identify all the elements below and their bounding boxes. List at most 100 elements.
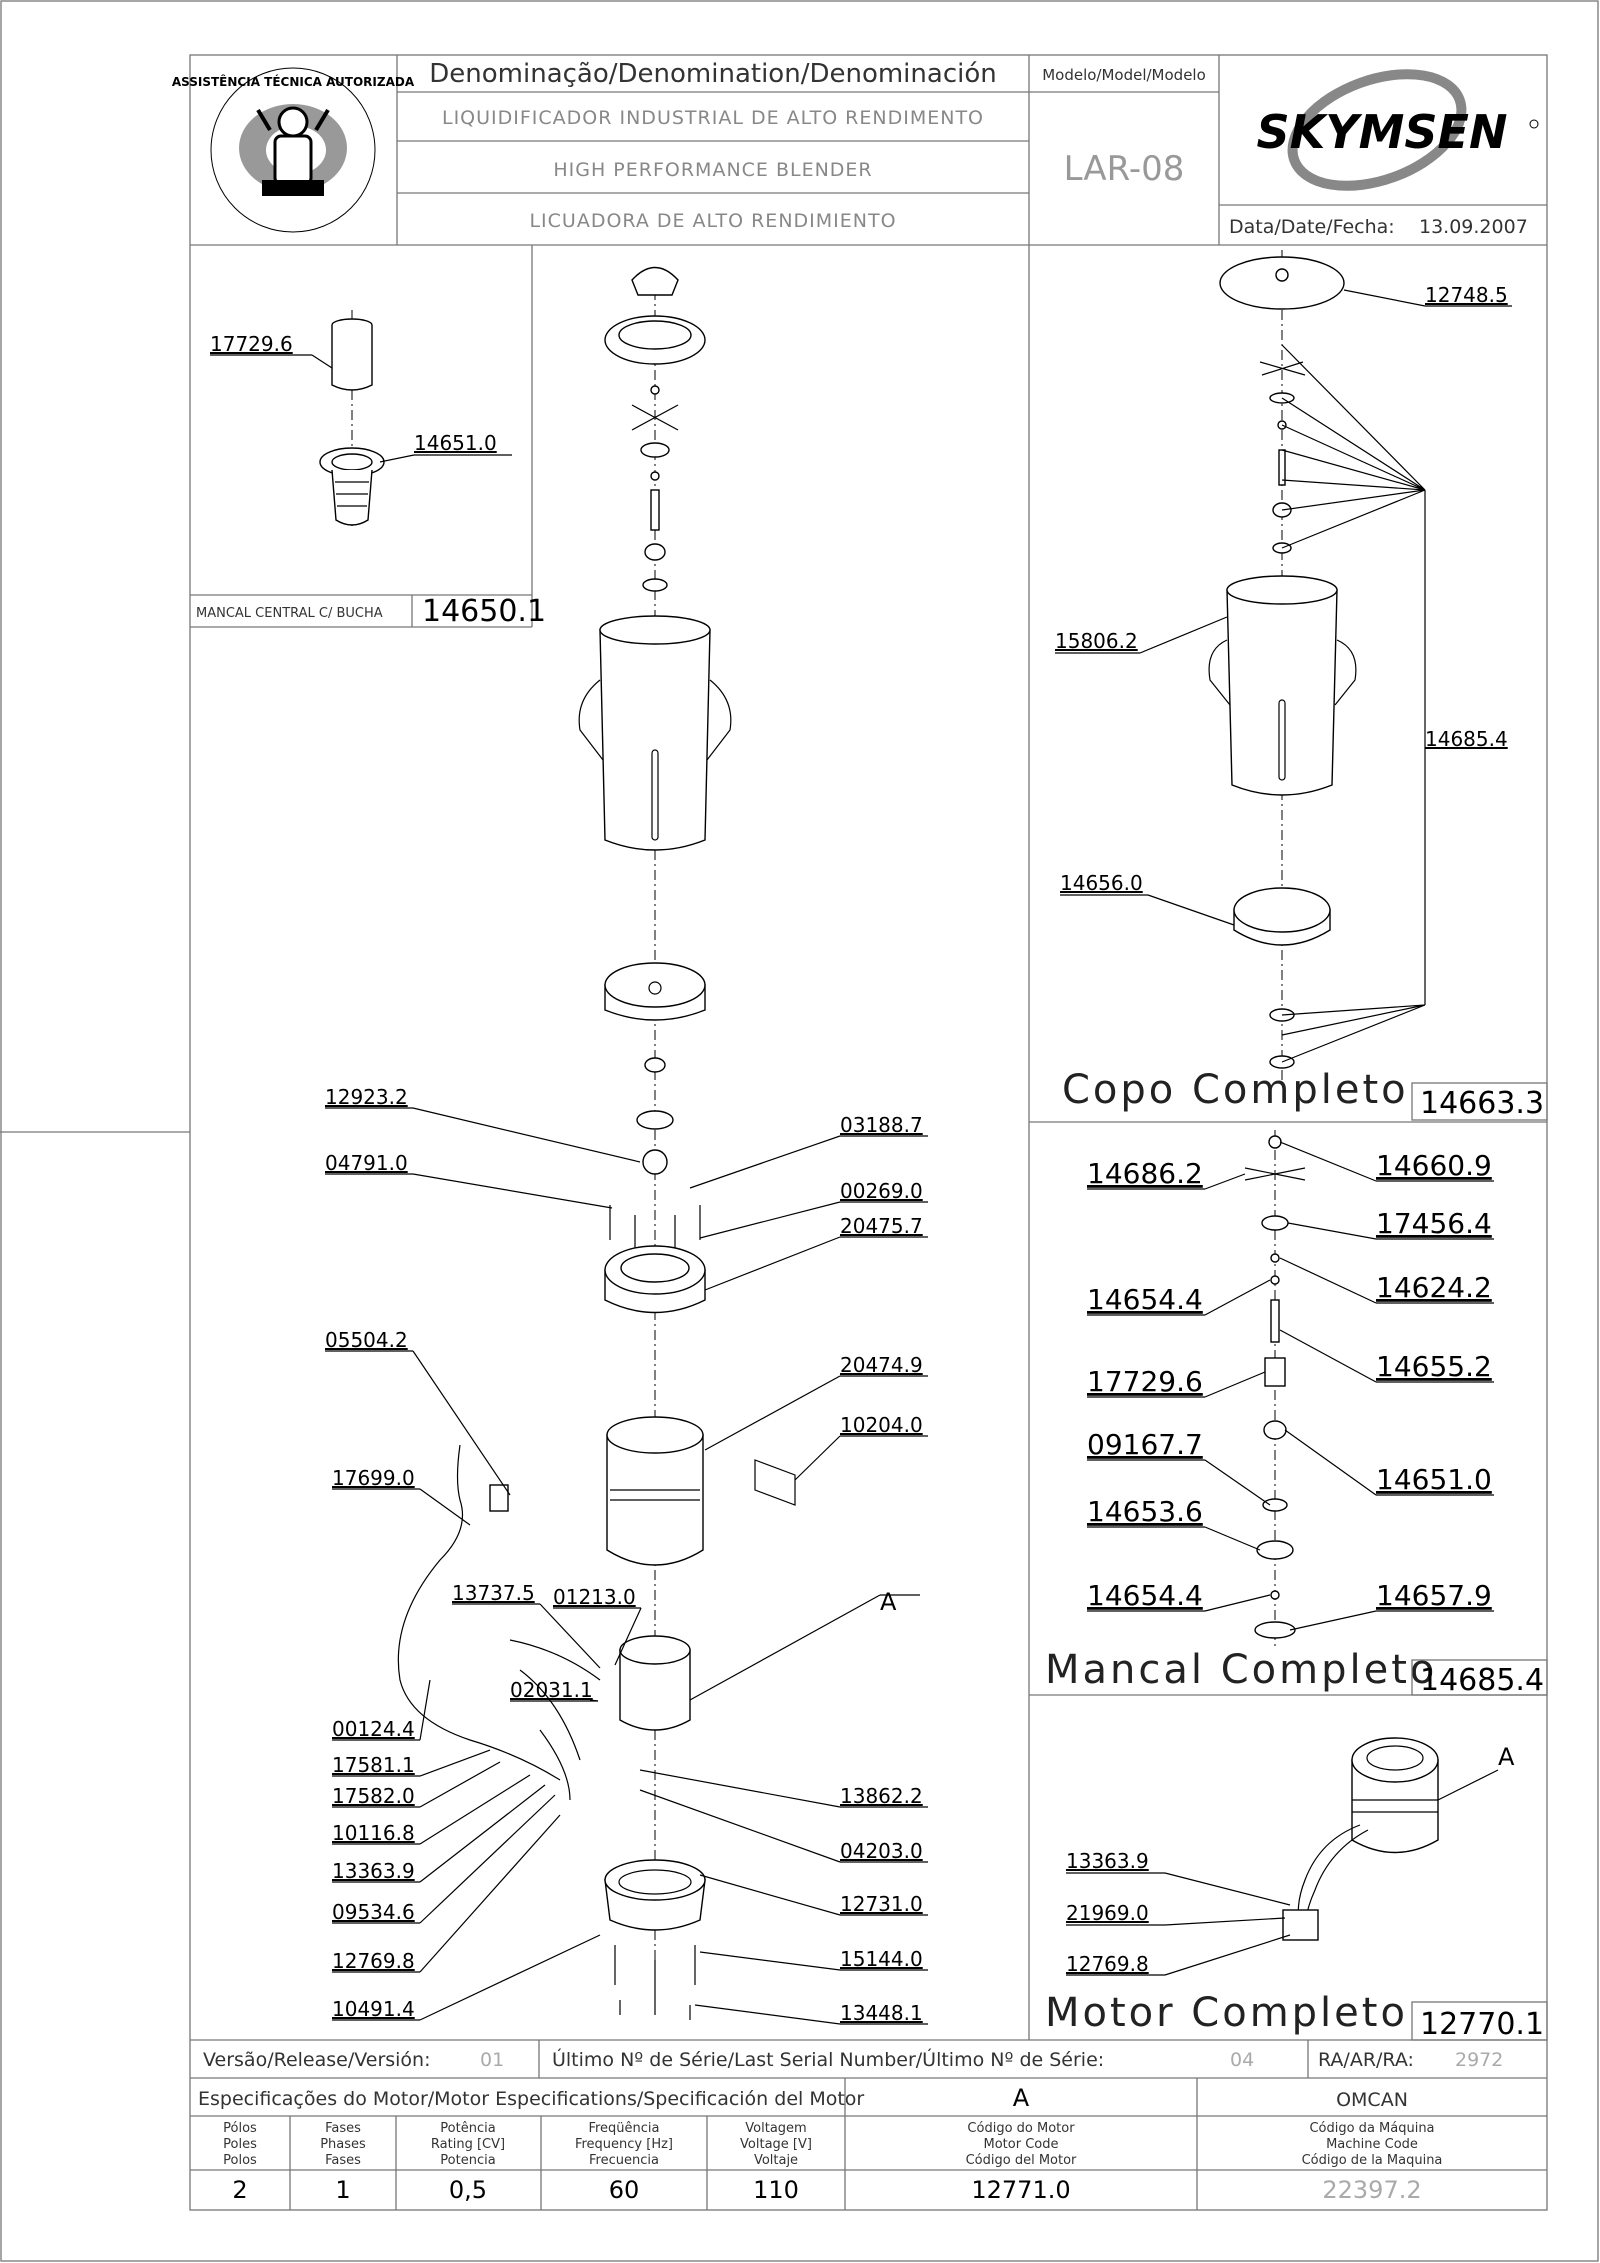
- ra-label: RA/AR/RA:: [1318, 2049, 1414, 2071]
- spec-value: 2: [232, 2176, 247, 2204]
- motor-title: Motor Completo: [1045, 1990, 1408, 2036]
- name-es: LICUADORA DE ALTO RENDIMIENTO: [529, 210, 896, 232]
- spec-value: 0,5: [449, 2176, 487, 2204]
- copo-code: 14663.3: [1420, 1086, 1544, 1121]
- part-label: 13363.9: [332, 1859, 415, 1883]
- part-label: 05504.2: [325, 1328, 408, 1352]
- leader-line: [704, 1236, 841, 1291]
- spec-value: 1: [335, 2176, 350, 2204]
- leader-line: [689, 1135, 841, 1189]
- part-label: 04203.0: [840, 1839, 923, 1863]
- serial-value: 04: [1230, 2049, 1254, 2071]
- part-label: 00269.0: [840, 1179, 923, 1203]
- part-label: 01213.0: [553, 1585, 636, 1609]
- mancal-part-label: 17729.6: [1087, 1365, 1203, 1398]
- leader-line: [1204, 1371, 1266, 1398]
- leader-line: [412, 1107, 641, 1163]
- spec-header: Código da Máquina: [1309, 2121, 1434, 2136]
- drawing-frame: [189, 54, 1548, 2211]
- label-inset-2: 14651.0: [414, 431, 497, 455]
- spec-value: 12771.0: [971, 2176, 1070, 2204]
- leader-line: [589, 1699, 599, 1702]
- spec-header: Pólos: [223, 2121, 257, 2136]
- part-label: 03188.7: [840, 1113, 923, 1137]
- section-copo: 12748.5 15806.2 14685.4 14656.0 Copo Com…: [1028, 245, 1548, 2040]
- leader-line: [419, 1794, 556, 1924]
- motor-label-2: 21969.0: [1066, 1901, 1149, 1925]
- leader-line: [704, 1375, 841, 1451]
- spec-header: Frecuencia: [589, 2153, 659, 2168]
- specs-brand: OMCAN: [1336, 2089, 1408, 2111]
- part-label: 12769.8: [332, 1949, 415, 1973]
- spec-header: Frequency [Hz]: [575, 2137, 673, 2152]
- release-value: 01: [480, 2049, 504, 2071]
- part-label: 13737.5: [452, 1581, 535, 1605]
- spec-header: Código del Motor: [966, 2153, 1077, 2168]
- leader-line: [1284, 1429, 1377, 1496]
- mancal-part-label: 14657.9: [1376, 1579, 1492, 1612]
- motor-detail-letter: A: [1498, 1743, 1515, 1771]
- leader-line: [1279, 1141, 1377, 1182]
- leader-line: [639, 1789, 841, 1863]
- mancal-part-label: 14655.2: [1376, 1350, 1492, 1383]
- spec-value: 110: [753, 2176, 799, 2204]
- mancal-code: 14685.4: [1420, 1663, 1544, 1698]
- mancal-title: Mancal Completo: [1045, 1647, 1437, 1693]
- leader-line: [794, 1435, 841, 1481]
- spec-header: Potencia: [440, 2153, 495, 2168]
- leader-line: [639, 1769, 841, 1808]
- part-label: 17582.0: [332, 1784, 415, 1808]
- part-label: 09534.6: [332, 1900, 415, 1924]
- specs-title: Especificações do Motor/Motor Especifica…: [198, 2088, 864, 2110]
- seal-text: ASSISTÊNCIA TÉCNICA AUTORIZADA: [172, 74, 415, 89]
- leader-line: [1204, 1526, 1261, 1551]
- spec-header: Motor Code: [984, 2137, 1059, 2152]
- main-exploded-view: A 12923.203188.704791.000269.020475.7055…: [325, 266, 928, 2025]
- leader-line: [1279, 1329, 1377, 1383]
- copo-label-3: 14685.4: [1425, 727, 1508, 751]
- spec-header: Poles: [223, 2137, 257, 2152]
- spec-cells: PólosPolesPolosFasesPhasesFasesPotênciaR…: [223, 2121, 1442, 2204]
- mancal-part-label: 14624.2: [1376, 1271, 1492, 1304]
- spec-header: Polos: [223, 2153, 257, 2168]
- spec-value: 60: [609, 2176, 640, 2204]
- date-label: Data/Date/Fecha:: [1229, 216, 1395, 238]
- release-label: Versão/Release/Versión:: [203, 2049, 431, 2071]
- copo-label-4: 14656.0: [1060, 871, 1143, 895]
- mancal-part-label: 17456.4: [1376, 1207, 1492, 1240]
- motor-label-1: 13363.9: [1066, 1849, 1149, 1873]
- part-label: 17581.1: [332, 1753, 415, 1777]
- leader-line: [419, 1749, 491, 1777]
- name-en: HIGH PERFORMANCE BLENDER: [553, 159, 872, 181]
- motor-specs-table: Especificações do Motor/Motor Especifica…: [190, 2078, 1547, 2210]
- spec-header: Código de la Maquina: [1302, 2153, 1443, 2168]
- spec-header: Voltage [V]: [740, 2137, 812, 2152]
- release-row: Versão/Release/Versión: 01 Último Nº de …: [190, 2039, 1547, 2079]
- main-detail-letter: A: [880, 1588, 897, 1616]
- part-label: 12731.0: [840, 1892, 923, 1916]
- part-label: 10491.4: [332, 1997, 415, 2021]
- leader-line: [412, 1350, 511, 1496]
- authorized-service-seal: ASSISTÊNCIA TÉCNICA AUTORIZADA: [172, 67, 415, 233]
- leader-line: [1204, 1594, 1271, 1612]
- leader-line: [412, 1173, 613, 1209]
- model-value: LAR-08: [1064, 149, 1185, 189]
- mancal-part-label: 09167.7: [1087, 1428, 1203, 1461]
- part-label: 04791.0: [325, 1151, 408, 1175]
- mancal-part-label: 14654.4: [1087, 1579, 1203, 1612]
- spec-header: Freqüência: [588, 2121, 659, 2136]
- leader-line: [1204, 1173, 1246, 1190]
- spec-header: Potência: [440, 2121, 495, 2136]
- mancal-part-label: 14660.9: [1376, 1149, 1492, 1182]
- leader-line: [419, 1679, 431, 1741]
- spec-header: Machine Code: [1326, 2137, 1418, 2152]
- brand-logo: SKYMSEN: [1257, 69, 1539, 191]
- brand-name: SKYMSEN: [1257, 105, 1508, 159]
- leader-line: [1279, 1257, 1377, 1304]
- copo-label-2: 15806.2: [1055, 629, 1138, 653]
- copo-title: Copo Completo: [1062, 1067, 1409, 1113]
- part-label: 10116.8: [332, 1821, 415, 1845]
- serial-label: Último Nº de Série/Last Serial Number/Úl…: [552, 2047, 1104, 2071]
